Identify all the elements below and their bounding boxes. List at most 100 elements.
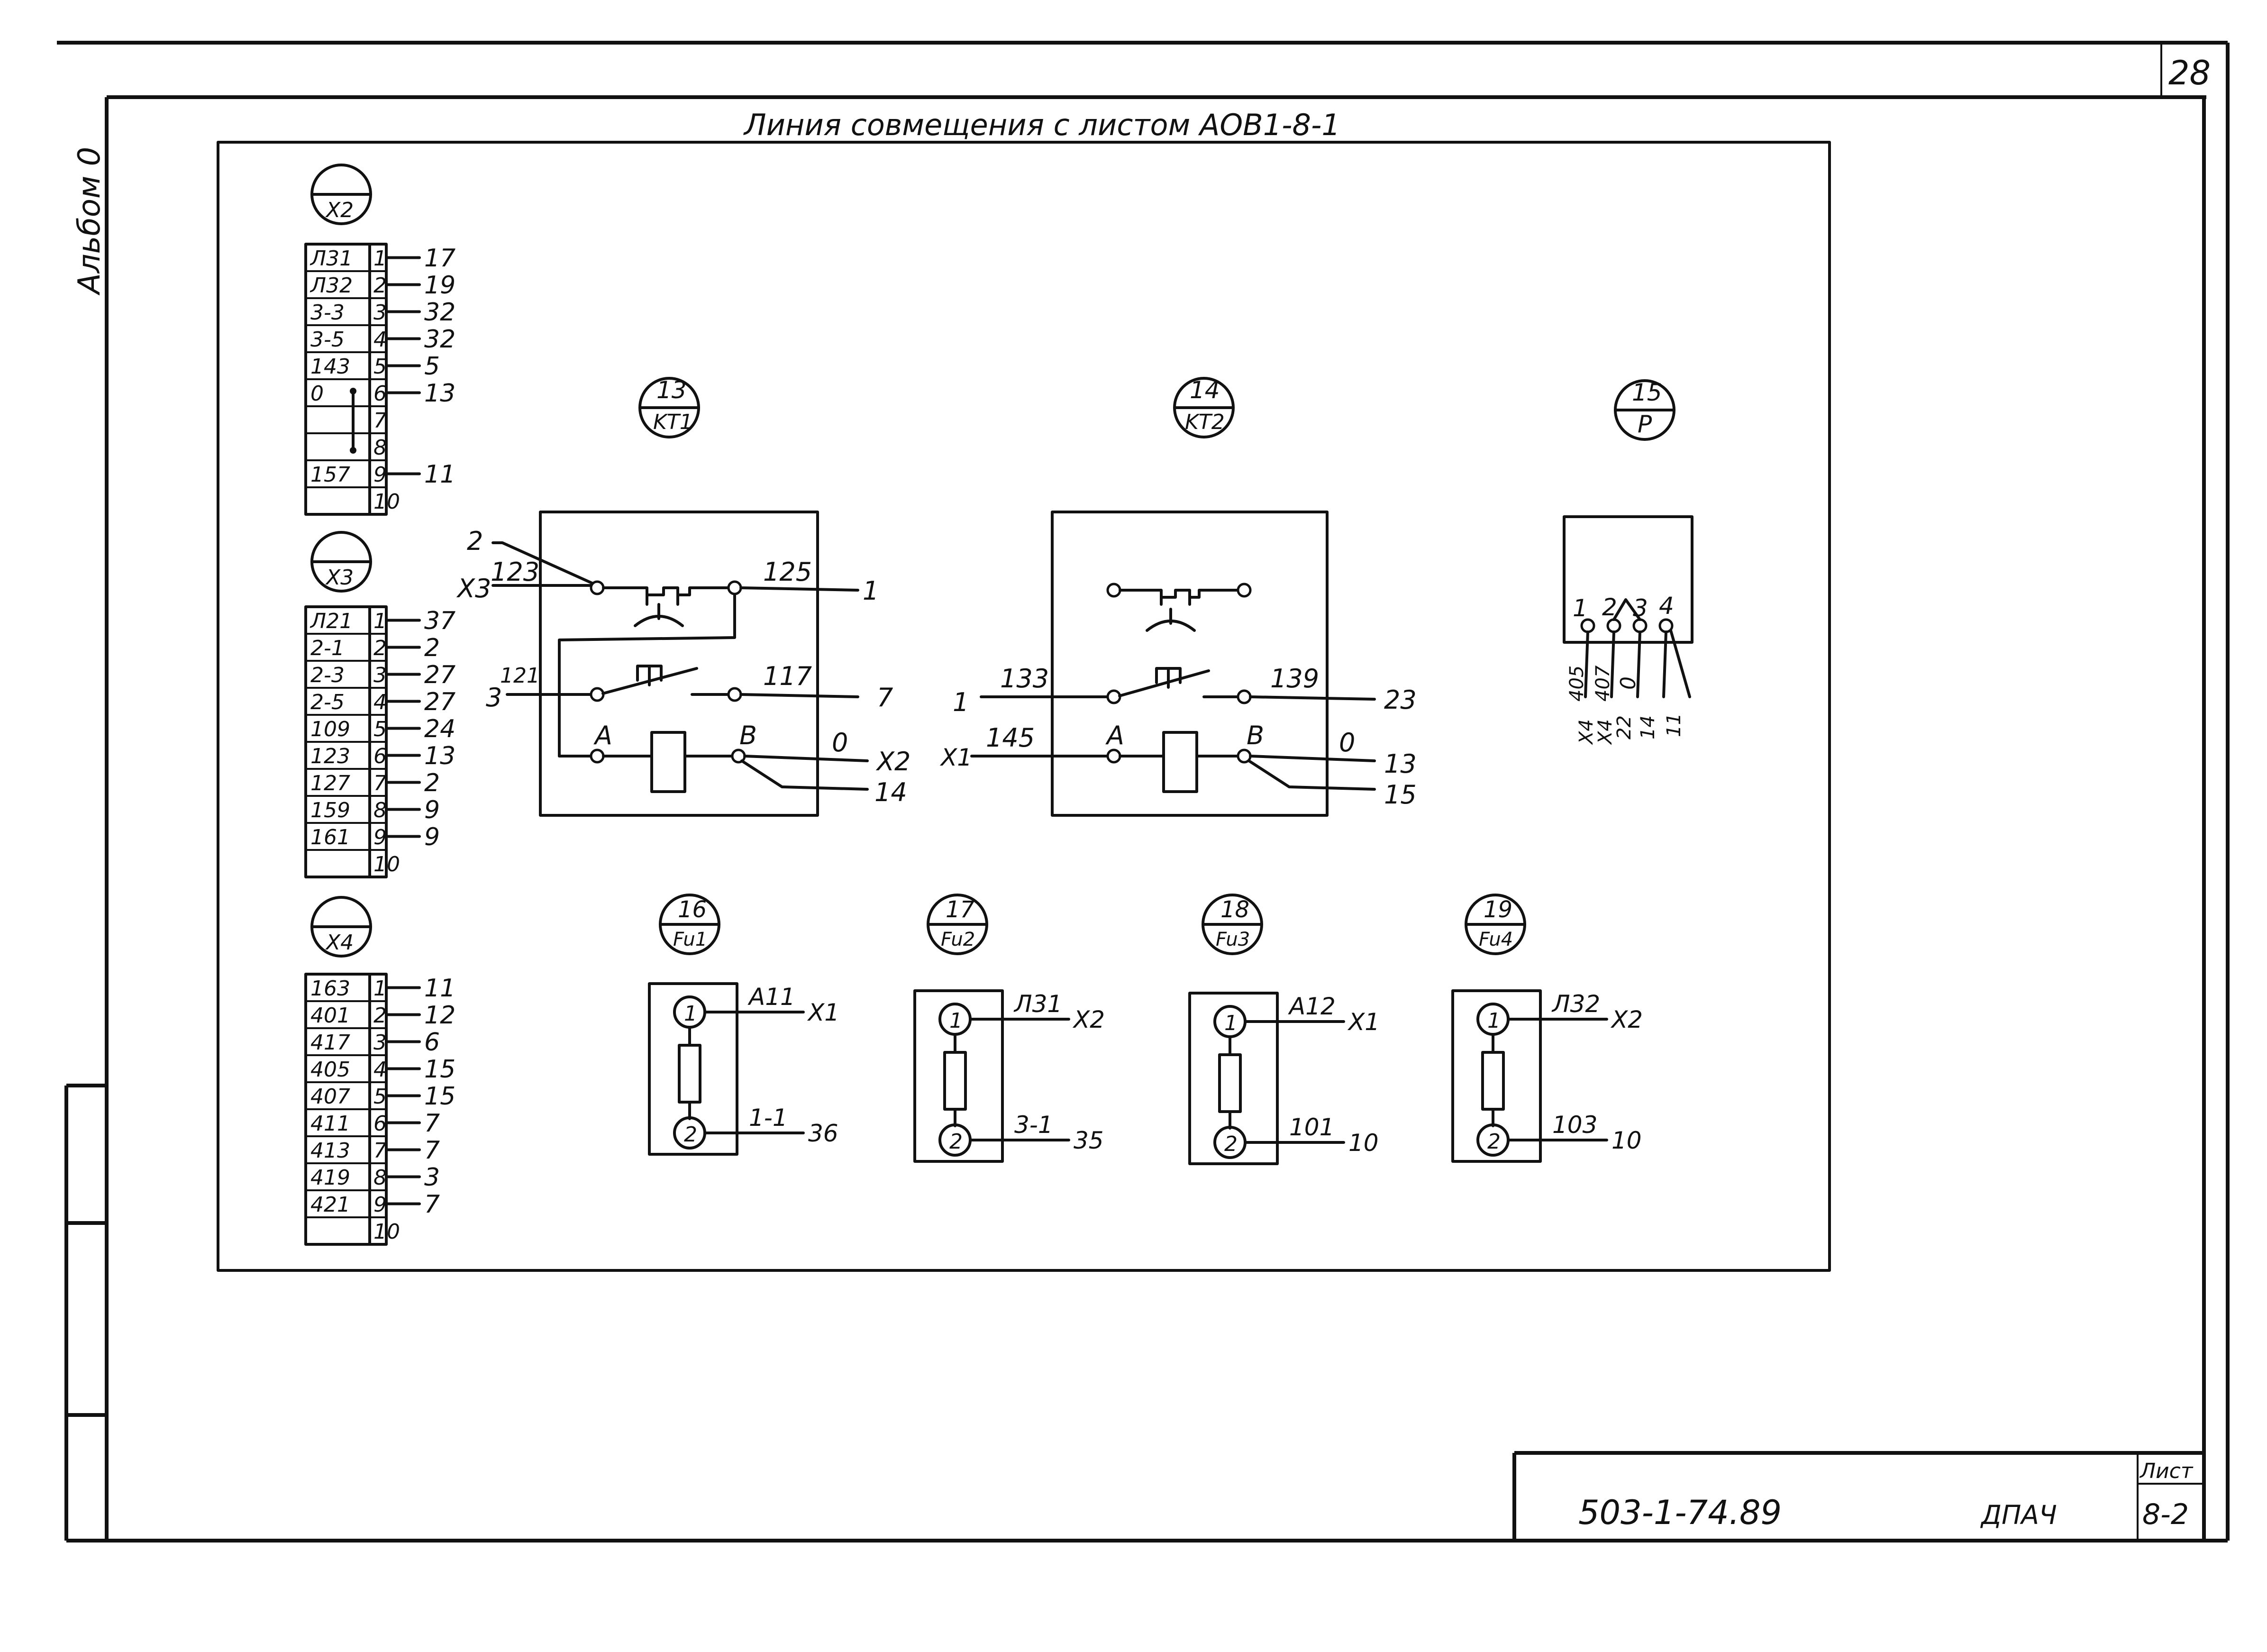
fuse-number: 18 — [1220, 896, 1249, 923]
terminal-number: 5 — [373, 355, 387, 379]
terminal-target: 13 — [424, 742, 455, 770]
inner-border — [217, 141, 1831, 1272]
fuse-box — [648, 982, 738, 1156]
terminal-target: 27 — [424, 688, 455, 716]
terminal-number: 4 — [373, 1058, 387, 1082]
terminal-wire: 0 — [310, 382, 324, 406]
terminal-number: 6 — [373, 382, 387, 406]
fuse-pin-label: 2 — [684, 1123, 697, 1147]
fuse-wire-bottom: 1-1 — [749, 1104, 788, 1132]
terminal-number: 1 — [373, 609, 387, 633]
fuse-pin-label: 1 — [1487, 1009, 1501, 1033]
terminal-number: 2 — [373, 636, 387, 660]
switch-wire-0: 0 — [1616, 676, 1640, 690]
kt2-coil-a: A — [1105, 721, 1124, 750]
fuse-target-bottom: 35 — [1074, 1127, 1104, 1154]
kt1-in-prefix: X3 — [456, 574, 491, 603]
relay-kt2: 14 KT2 1 133 139 23 X1 145 A B 0 13 15 — [939, 376, 1417, 817]
terminal-target: 11 — [424, 974, 455, 1003]
terminal-number: 1 — [373, 977, 387, 1001]
terminal-number: 3 — [373, 1031, 387, 1055]
fuse-pin-label: 2 — [1487, 1130, 1501, 1154]
terminal-target: 3 — [424, 1163, 440, 1192]
fuse-pin-label: 2 — [949, 1130, 963, 1154]
terminal-number: 10 — [373, 490, 400, 514]
fuse-element — [1481, 1051, 1505, 1111]
kt1-coil-a: A — [593, 721, 612, 750]
terminal-target: 7 — [424, 1109, 440, 1138]
kt1-out-top-wire: 125 — [763, 557, 812, 587]
relay-kt1-tag: KT1 — [653, 410, 693, 434]
relay-kt1: 13 KT1 2 123 X3 125 1 3 12 — [456, 376, 910, 817]
switch-target-3: 22 — [1613, 715, 1635, 739]
terminal-number: 8 — [373, 1166, 387, 1190]
switch-pin-3: 3 — [1633, 594, 1648, 622]
kt1-out-low-1: X2 — [875, 747, 910, 776]
fuse-wire-bottom: 3-1 — [1014, 1111, 1053, 1139]
kt1-out-low-wire: 0 — [832, 728, 848, 758]
kt2-in-low-wire: 145 — [986, 723, 1035, 753]
switch-wire-405: 405 — [1566, 666, 1588, 702]
fuse-pin-label: 1 — [1224, 1011, 1238, 1035]
line-caption: Линия совмещения с листом АОВ1-8-1 — [743, 108, 1340, 142]
kt1-out-mid-wire: 117 — [763, 661, 812, 691]
terminal-target: 2 — [424, 769, 440, 797]
fuse-target-bottom: 10 — [1348, 1129, 1379, 1157]
kt2-out-mid-wire: 139 — [1270, 664, 1319, 694]
terminal-number: 9 — [373, 825, 387, 849]
fuse-number: 19 — [1484, 896, 1512, 923]
kt2-coil-b: B — [1247, 721, 1264, 750]
terminal-number: 10 — [373, 1220, 400, 1244]
terminal-wire: 421 — [310, 1193, 350, 1217]
kt1-in-top-a: 2 — [467, 526, 483, 556]
kt2-in-mid-b: 133 — [1000, 664, 1049, 694]
kt2-out-mid: 23 — [1384, 685, 1417, 715]
terminal-wire: 109 — [310, 717, 350, 741]
fuse-box — [1451, 989, 1542, 1163]
terminal-target: 15 — [424, 1082, 455, 1111]
switch-pin-4: 4 — [1659, 592, 1674, 620]
terminal-wire: 3-3 — [310, 301, 345, 325]
terminal-wire: 2-1 — [310, 636, 345, 660]
fuse-tag: Fu4 — [1479, 929, 1513, 950]
terminal-wire: 411 — [310, 1112, 350, 1136]
terminal-number: 1 — [373, 246, 387, 271]
switch-p-tag: P — [1638, 411, 1652, 438]
kt2-in-low-prefix: X1 — [939, 744, 972, 771]
fuse-wire-top: A11 — [747, 983, 795, 1011]
terminal-number: 6 — [373, 744, 387, 768]
kt2-in-mid-a: 1 — [953, 687, 969, 717]
terminal-wire: 419 — [310, 1166, 350, 1190]
terminal-target: 15 — [424, 1055, 455, 1084]
x2-jumper — [350, 388, 356, 454]
fuse-tag: Fu3 — [1216, 929, 1250, 950]
terminal-wire: 159 — [310, 798, 350, 822]
kt1-in-mid-a: 3 — [486, 683, 502, 712]
title-block — [1512, 1451, 2204, 1541]
terminal-target: 7 — [424, 1136, 440, 1165]
fuse-target-bottom: 10 — [1611, 1127, 1642, 1154]
switch-target-5: 11 — [1663, 713, 1685, 737]
terminal-number: 6 — [373, 1112, 387, 1136]
terminal-target: 7 — [424, 1190, 440, 1219]
fuse-element — [943, 1051, 967, 1111]
fuse-blocks: 16Fu112A11X11-13617Fu212Л31X23-13518Fu31… — [648, 894, 1643, 1165]
fuse-pin-label: 1 — [949, 1009, 963, 1033]
fuse-number: 16 — [678, 896, 707, 923]
terminal-wire: 2-5 — [310, 690, 345, 714]
switch-pin-2: 2 — [1602, 593, 1617, 621]
terminal-target: 27 — [424, 661, 455, 689]
fuse-target-top: X2 — [1072, 1006, 1105, 1033]
fuse-pin-label: 2 — [1224, 1132, 1238, 1156]
terminal-number: 7 — [373, 771, 387, 795]
fuse-wire-top: Л31 — [1013, 990, 1062, 1018]
terminal-target: 19 — [424, 271, 455, 300]
terminal-number: 3 — [373, 663, 387, 687]
terminal-target: 24 — [424, 715, 455, 743]
terminal-number: 2 — [373, 274, 387, 298]
